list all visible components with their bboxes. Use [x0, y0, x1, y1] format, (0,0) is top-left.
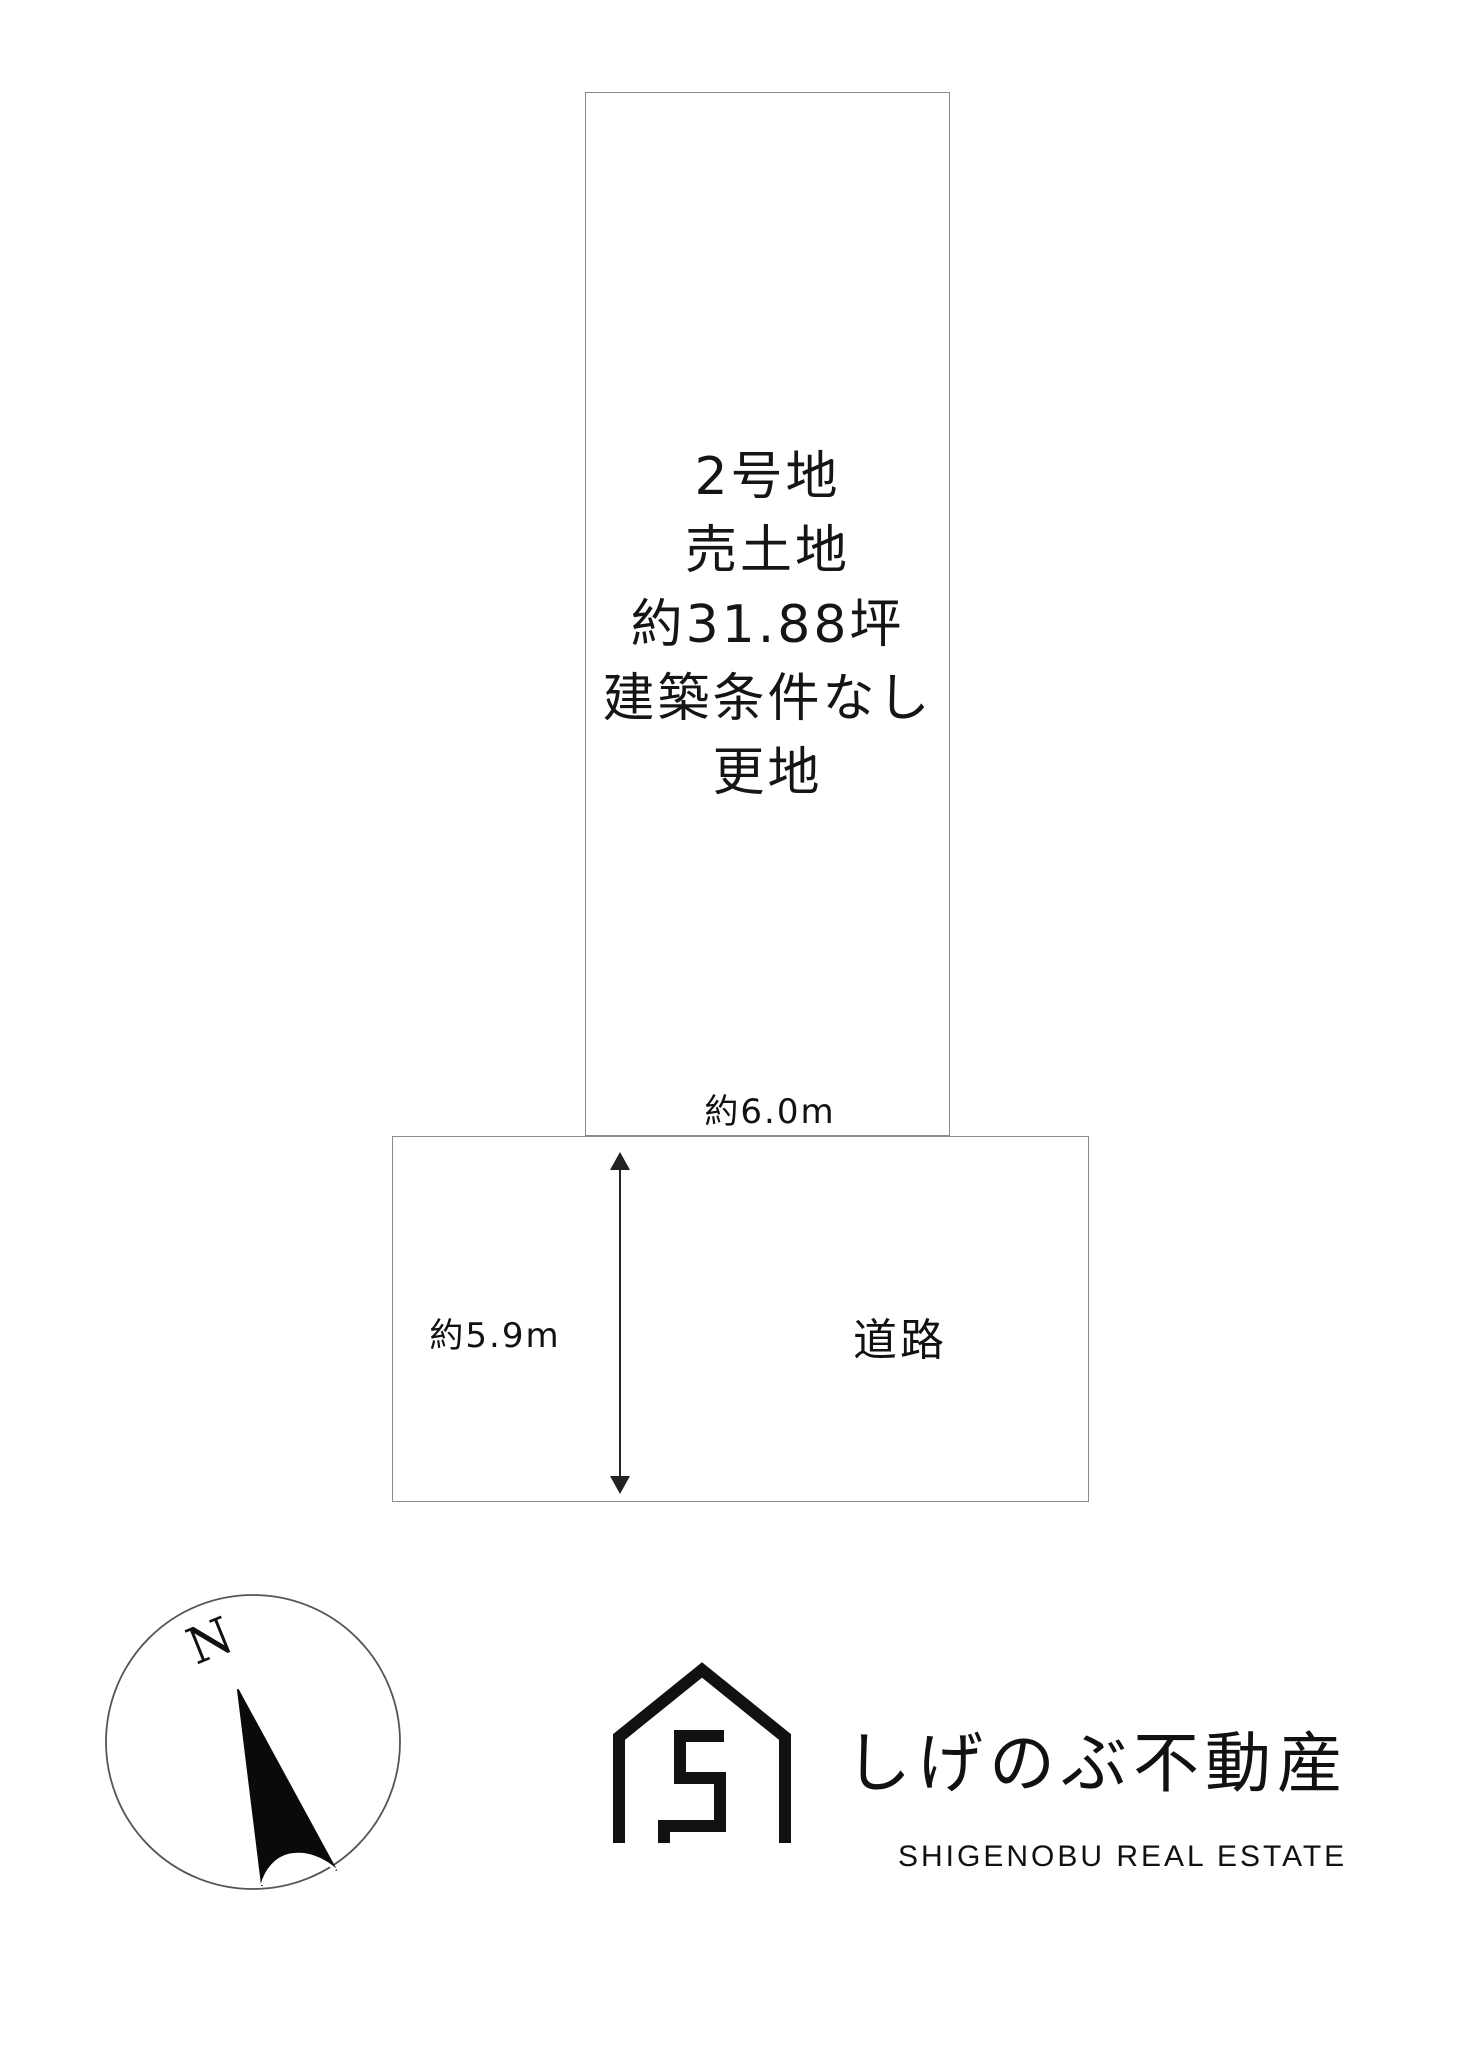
compass: [105, 1594, 401, 1890]
company-name: しげのぶ不動産: [845, 1725, 1349, 1802]
company-name-en: SHIGENOBU REAL ESTATE: [898, 1840, 1348, 1873]
lot-description: 2号地 売土地 約31.88坪 建築条件なし 更地: [560, 440, 975, 810]
road-width-label: 約5.9m: [429, 1316, 561, 1356]
dimension-arrow-icon: [610, 1152, 630, 1494]
road-label: 道路: [853, 1315, 947, 1366]
lot-type-label: 売土地: [684, 521, 850, 581]
house-logo-icon: [613, 1662, 791, 1843]
road-outline: [392, 1136, 1089, 1502]
lot-condition-label: 建築条件なし: [602, 669, 933, 729]
lot-outline: [585, 92, 950, 1136]
lot-number-label: 2号地: [694, 447, 841, 507]
lot-state-label: 更地: [712, 743, 823, 803]
frontage-label: 約6.0m: [704, 1092, 836, 1132]
lot-area-label: 約31.88坪: [630, 595, 905, 655]
